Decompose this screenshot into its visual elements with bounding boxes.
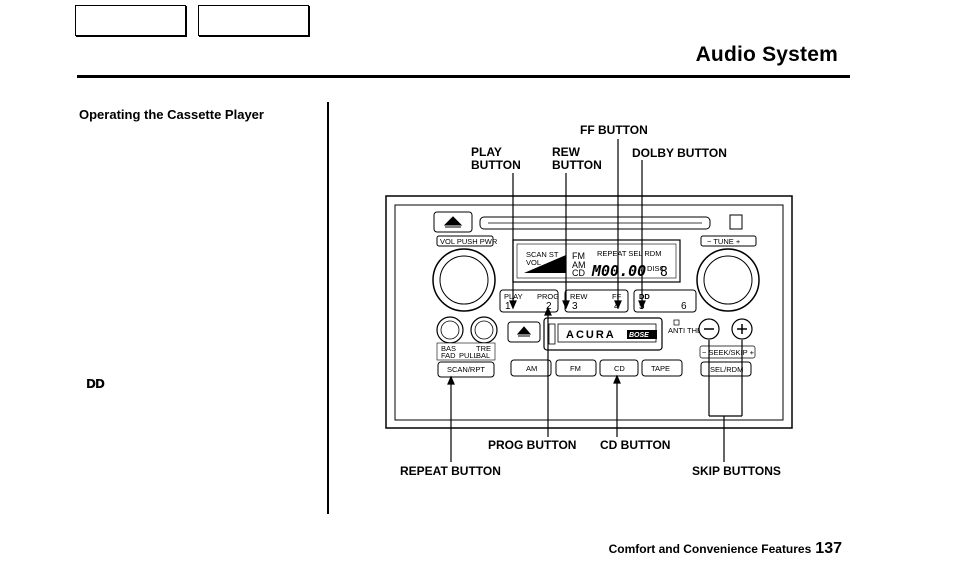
skip-buttons-callout: SKIP BUTTONS [692,464,781,478]
anti-theft-label: ANTI THEFT [668,326,712,335]
am-button [510,359,552,377]
sel-rdm-label: SEL/RDM [710,365,743,374]
brand-logo: ACURA [566,329,616,341]
prog-label: PROG [537,292,559,301]
cd-arrow [613,374,621,384]
scan-rpt-button [437,361,495,378]
display-repeat: REPEAT SEL RDM [597,249,661,258]
tune-label: − TUNE + [707,237,741,246]
dolby-label: DD [639,292,650,301]
tre-label: TRE [476,344,491,353]
ff-label: FF [612,292,622,301]
sel-rdm-button [700,361,752,377]
preset-5-6-group [633,289,697,313]
disc-icon [729,214,743,230]
display-fm: FM [572,251,585,261]
dolby-button-callout: DOLBY BUTTON [632,146,727,160]
preset-2-number: 2 [546,301,552,312]
rew-button-callout: REW [552,145,581,159]
vol-label: VOL PUSH PWR [440,237,498,246]
ff-arrow [614,300,622,310]
nav-tab-blank-1[interactable] [75,5,186,36]
dolby-arrow [638,300,646,310]
am-label: AM [526,364,537,373]
rew-arrow [562,300,570,310]
bose-logo: BOSE [629,332,649,339]
column-divider [327,102,329,514]
tape-button [641,359,683,377]
repeat-arrow [447,375,455,385]
page-title: Audio System [695,43,838,66]
seek-skip-label: − SEEK/SKIP + [702,348,755,357]
title-rule [77,75,850,78]
play-arrow [509,300,517,310]
prog-button-callout: PROG BUTTON [488,438,576,452]
cd-label: CD [614,364,625,373]
display-vol: VOL [526,258,541,267]
display-am: AM [572,260,586,270]
display-scan: SCAN ST [526,250,559,259]
section-heading: Operating the Cassette Player [79,107,264,122]
cd-button-callout: CD BUTTON [600,438,670,452]
volume-bar [524,255,566,273]
repeat-button-callout: REPEAT BUTTON [400,464,501,478]
cd-button [599,359,639,377]
play-button-callout: PLAY [471,145,502,159]
preset-1-number: 1 [505,301,511,312]
bal-label: BAL [476,351,490,360]
prog-arrow [544,306,552,316]
fm-button [555,359,597,377]
preset-3-number: 3 [572,301,578,312]
display-disc-digit: 8 [660,265,668,280]
pull-label: PULL [459,351,478,360]
dolby-symbol: DD [86,377,105,391]
page-number: 137 [815,540,842,557]
preset-6-number: 6 [681,301,687,312]
fm-label: FM [570,364,581,373]
preset-1-2-group [499,289,559,313]
bas-label: BAS [441,344,456,353]
rew-label: REW [570,292,588,301]
ff-button-callout: FF BUTTON [580,123,648,137]
rew-button-callout-2: BUTTON [552,158,602,172]
tape-label: TAPE [651,364,670,373]
nav-tab-blank-2[interactable] [198,5,309,36]
display-disc: DISC [647,264,666,273]
scan-rpt-label: SCAN/RPT [447,365,485,374]
eject-icon [443,216,463,228]
fad-label: FAD [441,351,456,360]
display-cd: CD [572,268,585,278]
footer-section-name: Comfort and Convenience Features [608,542,812,556]
play-button-callout-2: BUTTON [471,158,521,172]
tape-eject-icon [516,326,532,337]
